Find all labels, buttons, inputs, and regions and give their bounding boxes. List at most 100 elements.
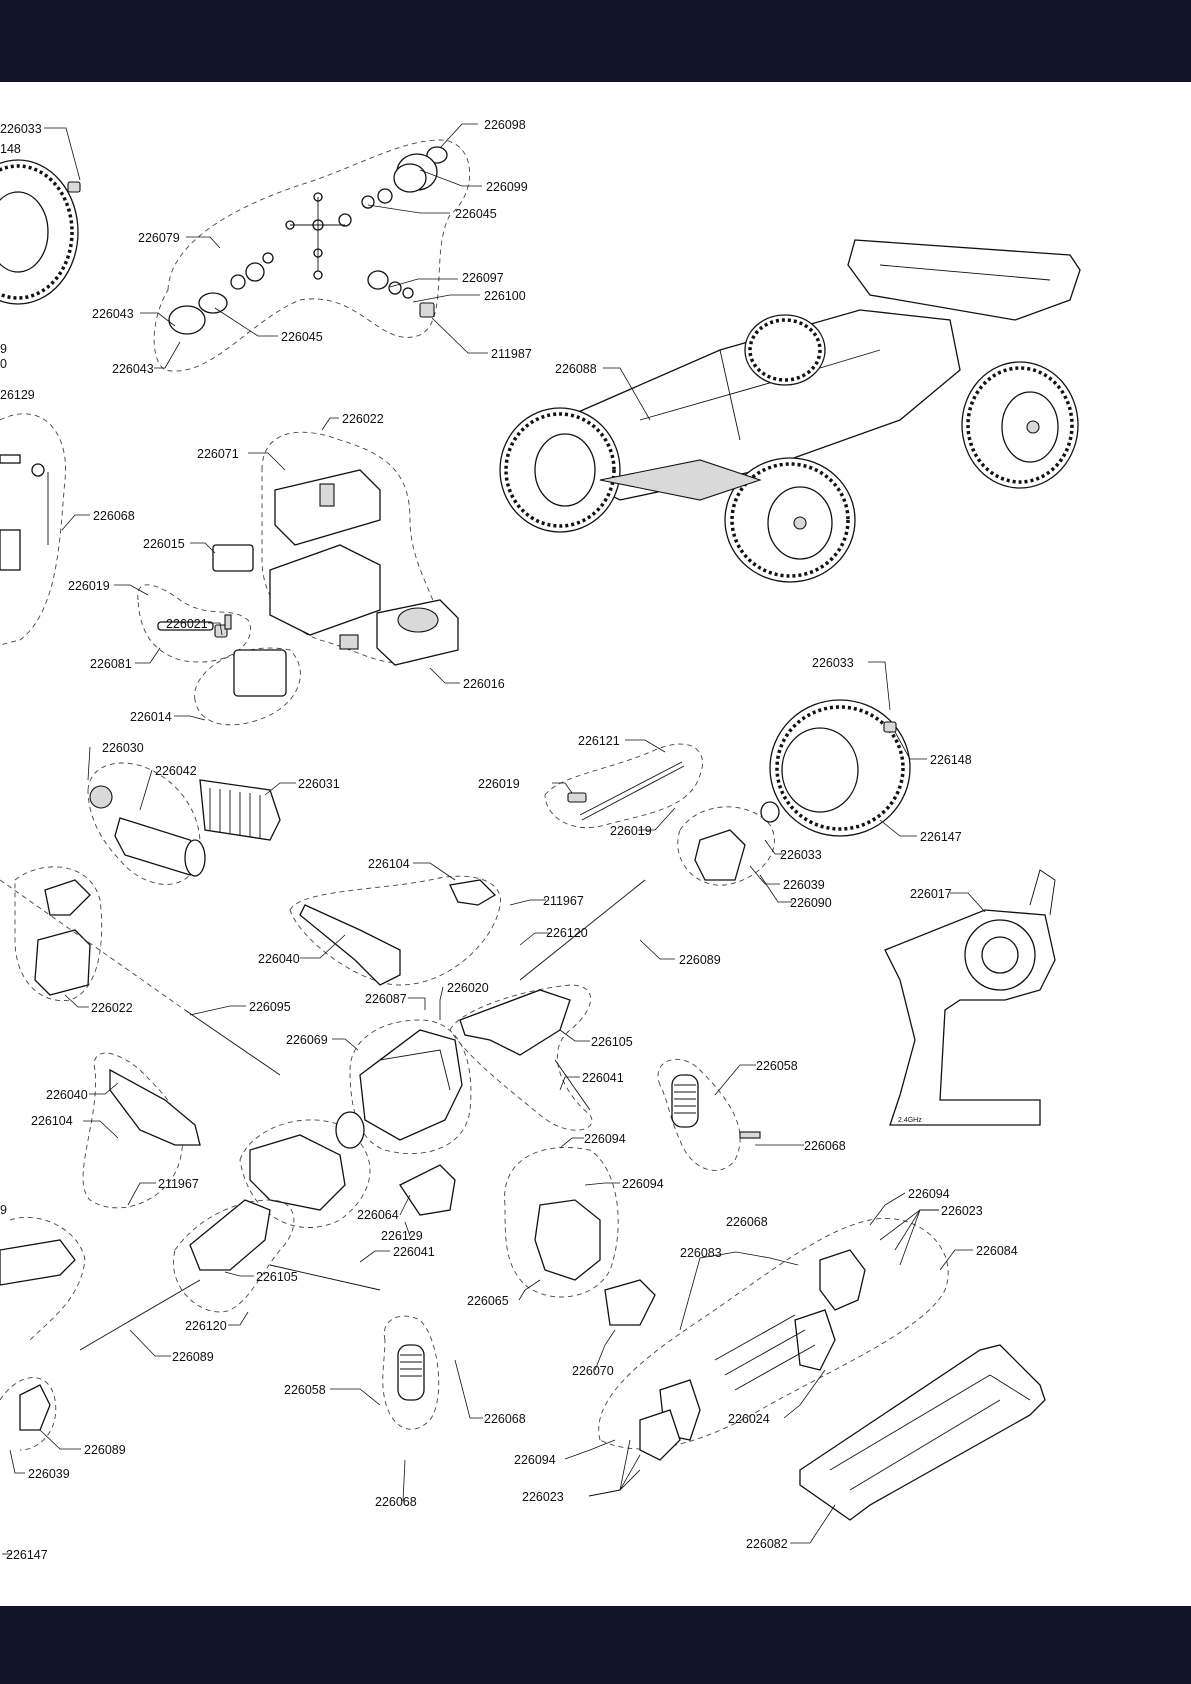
part-label: 226094 <box>584 1132 626 1146</box>
part-label: 226069 <box>286 1033 328 1047</box>
part-label: 226041 <box>393 1245 435 1259</box>
part-label: 226098 <box>484 118 526 132</box>
part-label: 226084 <box>976 1244 1018 1258</box>
part-label: 226016 <box>463 677 505 691</box>
rear-tire-topleft <box>0 159 81 305</box>
part-label: 226039 <box>28 1467 70 1481</box>
part-label: 9 <box>0 342 7 356</box>
part-label: 226040 <box>46 1088 88 1102</box>
part-label: 226019 <box>68 579 110 593</box>
part-label: 226081 <box>90 657 132 671</box>
part-label: 226064 <box>357 1208 399 1222</box>
part-label: 226031 <box>298 777 340 791</box>
part-label: 226015 <box>143 537 185 551</box>
part-label: 226045 <box>455 207 497 221</box>
motor-group <box>87 762 281 885</box>
callout-leaders <box>2 123 986 1555</box>
part-label: 226017 <box>910 887 952 901</box>
header-band <box>0 0 1191 82</box>
part-label: 226065 <box>467 1294 509 1308</box>
part-label: 226147 <box>920 830 962 844</box>
buggy-assembly <box>499 239 1081 583</box>
part-label: 226070 <box>572 1364 614 1378</box>
part-label: 226147 <box>6 1548 48 1562</box>
part-label: 226041 <box>582 1071 624 1085</box>
front-suspension-arms <box>173 984 593 1313</box>
part-label: 226023 <box>522 1490 564 1504</box>
part-label: 226095 <box>249 1000 291 1014</box>
front-hub-group <box>677 806 775 886</box>
footer-band <box>0 1606 1191 1684</box>
part-label: 226071 <box>197 447 239 461</box>
callout-labels: 226033 148 226098 226099 226045 226079 2… <box>0 118 1018 1562</box>
part-label: 226022 <box>91 1001 133 1015</box>
part-label: 226120 <box>546 926 588 940</box>
part-label: 226043 <box>92 307 134 321</box>
part-label: 226148 <box>930 753 972 767</box>
rear-hub-carrier-group <box>399 1147 656 1326</box>
part-label: 226121 <box>578 734 620 748</box>
part-label: 226094 <box>908 1187 950 1201</box>
differential-exploded-group <box>153 139 471 372</box>
part-label: 226089 <box>84 1443 126 1457</box>
heat-sink <box>199 779 281 841</box>
part-label: 226042 <box>155 764 197 778</box>
part-label: 226087 <box>365 992 407 1006</box>
left-lower-parts <box>0 866 103 1451</box>
part-label: 226040 <box>258 952 300 966</box>
part-label: 0 <box>0 357 7 371</box>
part-label: 226105 <box>591 1035 633 1049</box>
part-label: 226033 <box>812 656 854 670</box>
part-label: 226068 <box>93 509 135 523</box>
steering-post-group <box>0 413 66 646</box>
part-label: 9 <box>0 1203 7 1217</box>
front-tire-right <box>760 699 911 837</box>
part-label: 226023 <box>941 1204 983 1218</box>
part-label: 226094 <box>622 1177 664 1191</box>
part-label: 148 <box>0 142 21 156</box>
part-label: 226020 <box>447 981 489 995</box>
part-label: 26129 <box>0 388 35 402</box>
center-gearbox <box>184 1009 472 1228</box>
part-label: 226129 <box>381 1229 423 1243</box>
steering-link-group <box>544 743 703 829</box>
rear-suspension-arms <box>82 875 501 1209</box>
part-label: 226068 <box>804 1139 846 1153</box>
part-label: 226083 <box>680 1246 722 1260</box>
part-label: 226097 <box>462 271 504 285</box>
front-shock <box>657 1058 761 1171</box>
part-label: 226022 <box>342 412 384 426</box>
part-label: 226068 <box>484 1412 526 1426</box>
part-label: 226120 <box>185 1319 227 1333</box>
driveshafts <box>0 879 646 1351</box>
rear-wing <box>799 1344 1046 1521</box>
part-label: 226079 <box>138 231 180 245</box>
part-label: 226104 <box>31 1114 73 1128</box>
transmitter-badge: 2.4GHz <box>898 1117 922 1124</box>
part-label: 226100 <box>484 289 526 303</box>
electronics-group <box>212 431 459 666</box>
part-label: 226014 <box>130 710 172 724</box>
part-label: 226033 <box>780 848 822 862</box>
part-label: 226021 <box>166 617 208 631</box>
part-label: 226058 <box>756 1059 798 1073</box>
part-label: 226043 <box>112 362 154 376</box>
part-label: 226090 <box>790 896 832 910</box>
part-label: 226088 <box>555 362 597 376</box>
part-label: 211967 <box>543 894 584 908</box>
part-label: 226104 <box>368 857 410 871</box>
part-label: 226082 <box>746 1537 788 1551</box>
part-label: 226094 <box>514 1453 556 1467</box>
part-label: 226105 <box>256 1270 298 1284</box>
part-label: 226030 <box>102 741 144 755</box>
part-label: 226019 <box>478 777 520 791</box>
part-label: 226068 <box>375 1495 417 1509</box>
part-label: 226045 <box>281 330 323 344</box>
part-label: 226039 <box>783 878 825 892</box>
part-label: 226068 <box>726 1215 768 1229</box>
part-label: 226058 <box>284 1383 326 1397</box>
rear-upright-group <box>598 1218 949 1461</box>
part-label: 226019 <box>610 824 652 838</box>
part-label: 211967 <box>158 1177 199 1191</box>
